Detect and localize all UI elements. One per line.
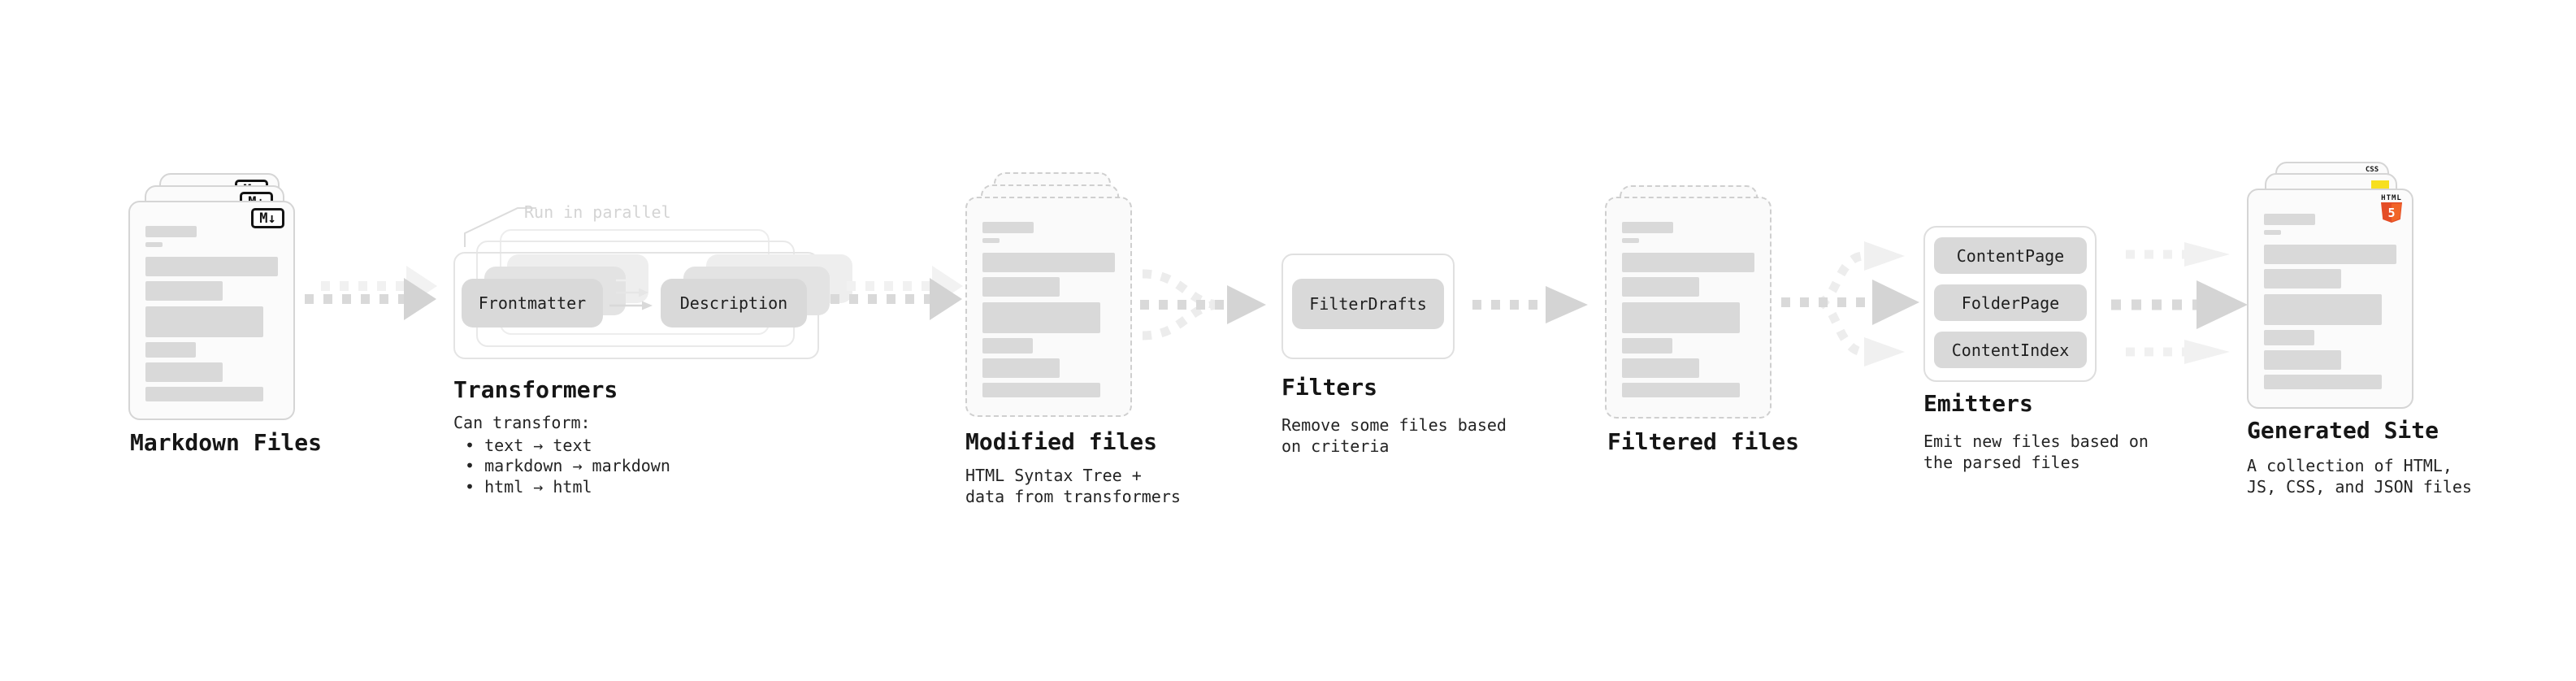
modified-desc-line1: HTML Syntax Tree + <box>965 466 1142 485</box>
emitters-desc-line2: the parsed files <box>1923 453 2080 472</box>
modified-desc-line2: data from transformers <box>965 487 1181 506</box>
run-in-parallel-note: Run in parallel <box>524 202 671 222</box>
markdown-icon: M↓ <box>251 208 284 228</box>
arrow-transformers-to-modified <box>830 266 963 320</box>
generated-desc-line2: JS, CSS, and JSON files <box>2247 477 2472 497</box>
filtered-file-page-front <box>1605 197 1772 419</box>
folderpage-pill: FolderPage <box>1934 284 2087 321</box>
html5-badge-label: HTML <box>2381 194 2402 202</box>
stage-title-emitters: Emitters <box>1923 390 2033 417</box>
svg-text:5: 5 <box>2387 206 2395 220</box>
description-pill: Description <box>661 279 807 327</box>
html5-badge: HTML 5 <box>2378 194 2405 227</box>
stage-title-generated-site: Generated Site <box>2247 417 2439 444</box>
generated-site-page-front: HTML 5 <box>2247 189 2413 409</box>
document-text-lines <box>130 226 293 401</box>
contentindex-pill: ContentIndex <box>1934 332 2087 368</box>
generated-desc-line1: A collection of HTML, <box>2247 456 2452 475</box>
filters-desc-line1: Remove some files based <box>1281 415 1507 435</box>
frontmatter-pill: Frontmatter <box>462 279 603 327</box>
arrow-filters-to-filtered <box>1472 286 1588 323</box>
document-text-lines <box>2249 214 2412 389</box>
transformers-bullet: • html → html <box>465 477 592 497</box>
modified-file-page-front <box>965 197 1132 417</box>
document-text-lines <box>1607 222 1770 397</box>
arrow-markdown-to-transformers <box>305 266 437 320</box>
parallel-arrows-icon <box>609 275 653 310</box>
emitters-desc-line1: Emit new files based on <box>1923 432 2149 451</box>
stage-title-transformers: Transformers <box>453 376 618 403</box>
filterdrafts-pill: FilterDrafts <box>1292 279 1444 329</box>
run-in-parallel-leader-line <box>464 207 536 247</box>
stage-title-filtered-files: Filtered files <box>1607 428 1800 455</box>
transformers-desc: Can transform: <box>453 413 591 432</box>
stage-title-filters: Filters <box>1281 374 1378 401</box>
transformers-bullet: • markdown → markdown <box>465 456 670 475</box>
css-badge-label: CSS <box>2365 166 2379 174</box>
stage-title-modified-files: Modified files <box>965 428 1158 455</box>
filters-desc-line2: on criteria <box>1281 436 1390 456</box>
arrow-emitters-to-generated <box>2111 242 2248 364</box>
transformers-bullet: • text → text <box>465 436 592 455</box>
js-badge <box>2371 180 2389 189</box>
html5-shield-icon: 5 <box>2381 202 2402 223</box>
document-text-lines <box>967 222 1130 397</box>
stage-title-markdown-files: Markdown Files <box>130 429 323 456</box>
contentpage-pill: ContentPage <box>1934 237 2087 274</box>
markdown-file-page-front: M↓ <box>128 201 295 420</box>
arrow-modified-to-filters <box>1140 269 1266 340</box>
arrow-filtered-to-emitters <box>1781 241 1919 367</box>
